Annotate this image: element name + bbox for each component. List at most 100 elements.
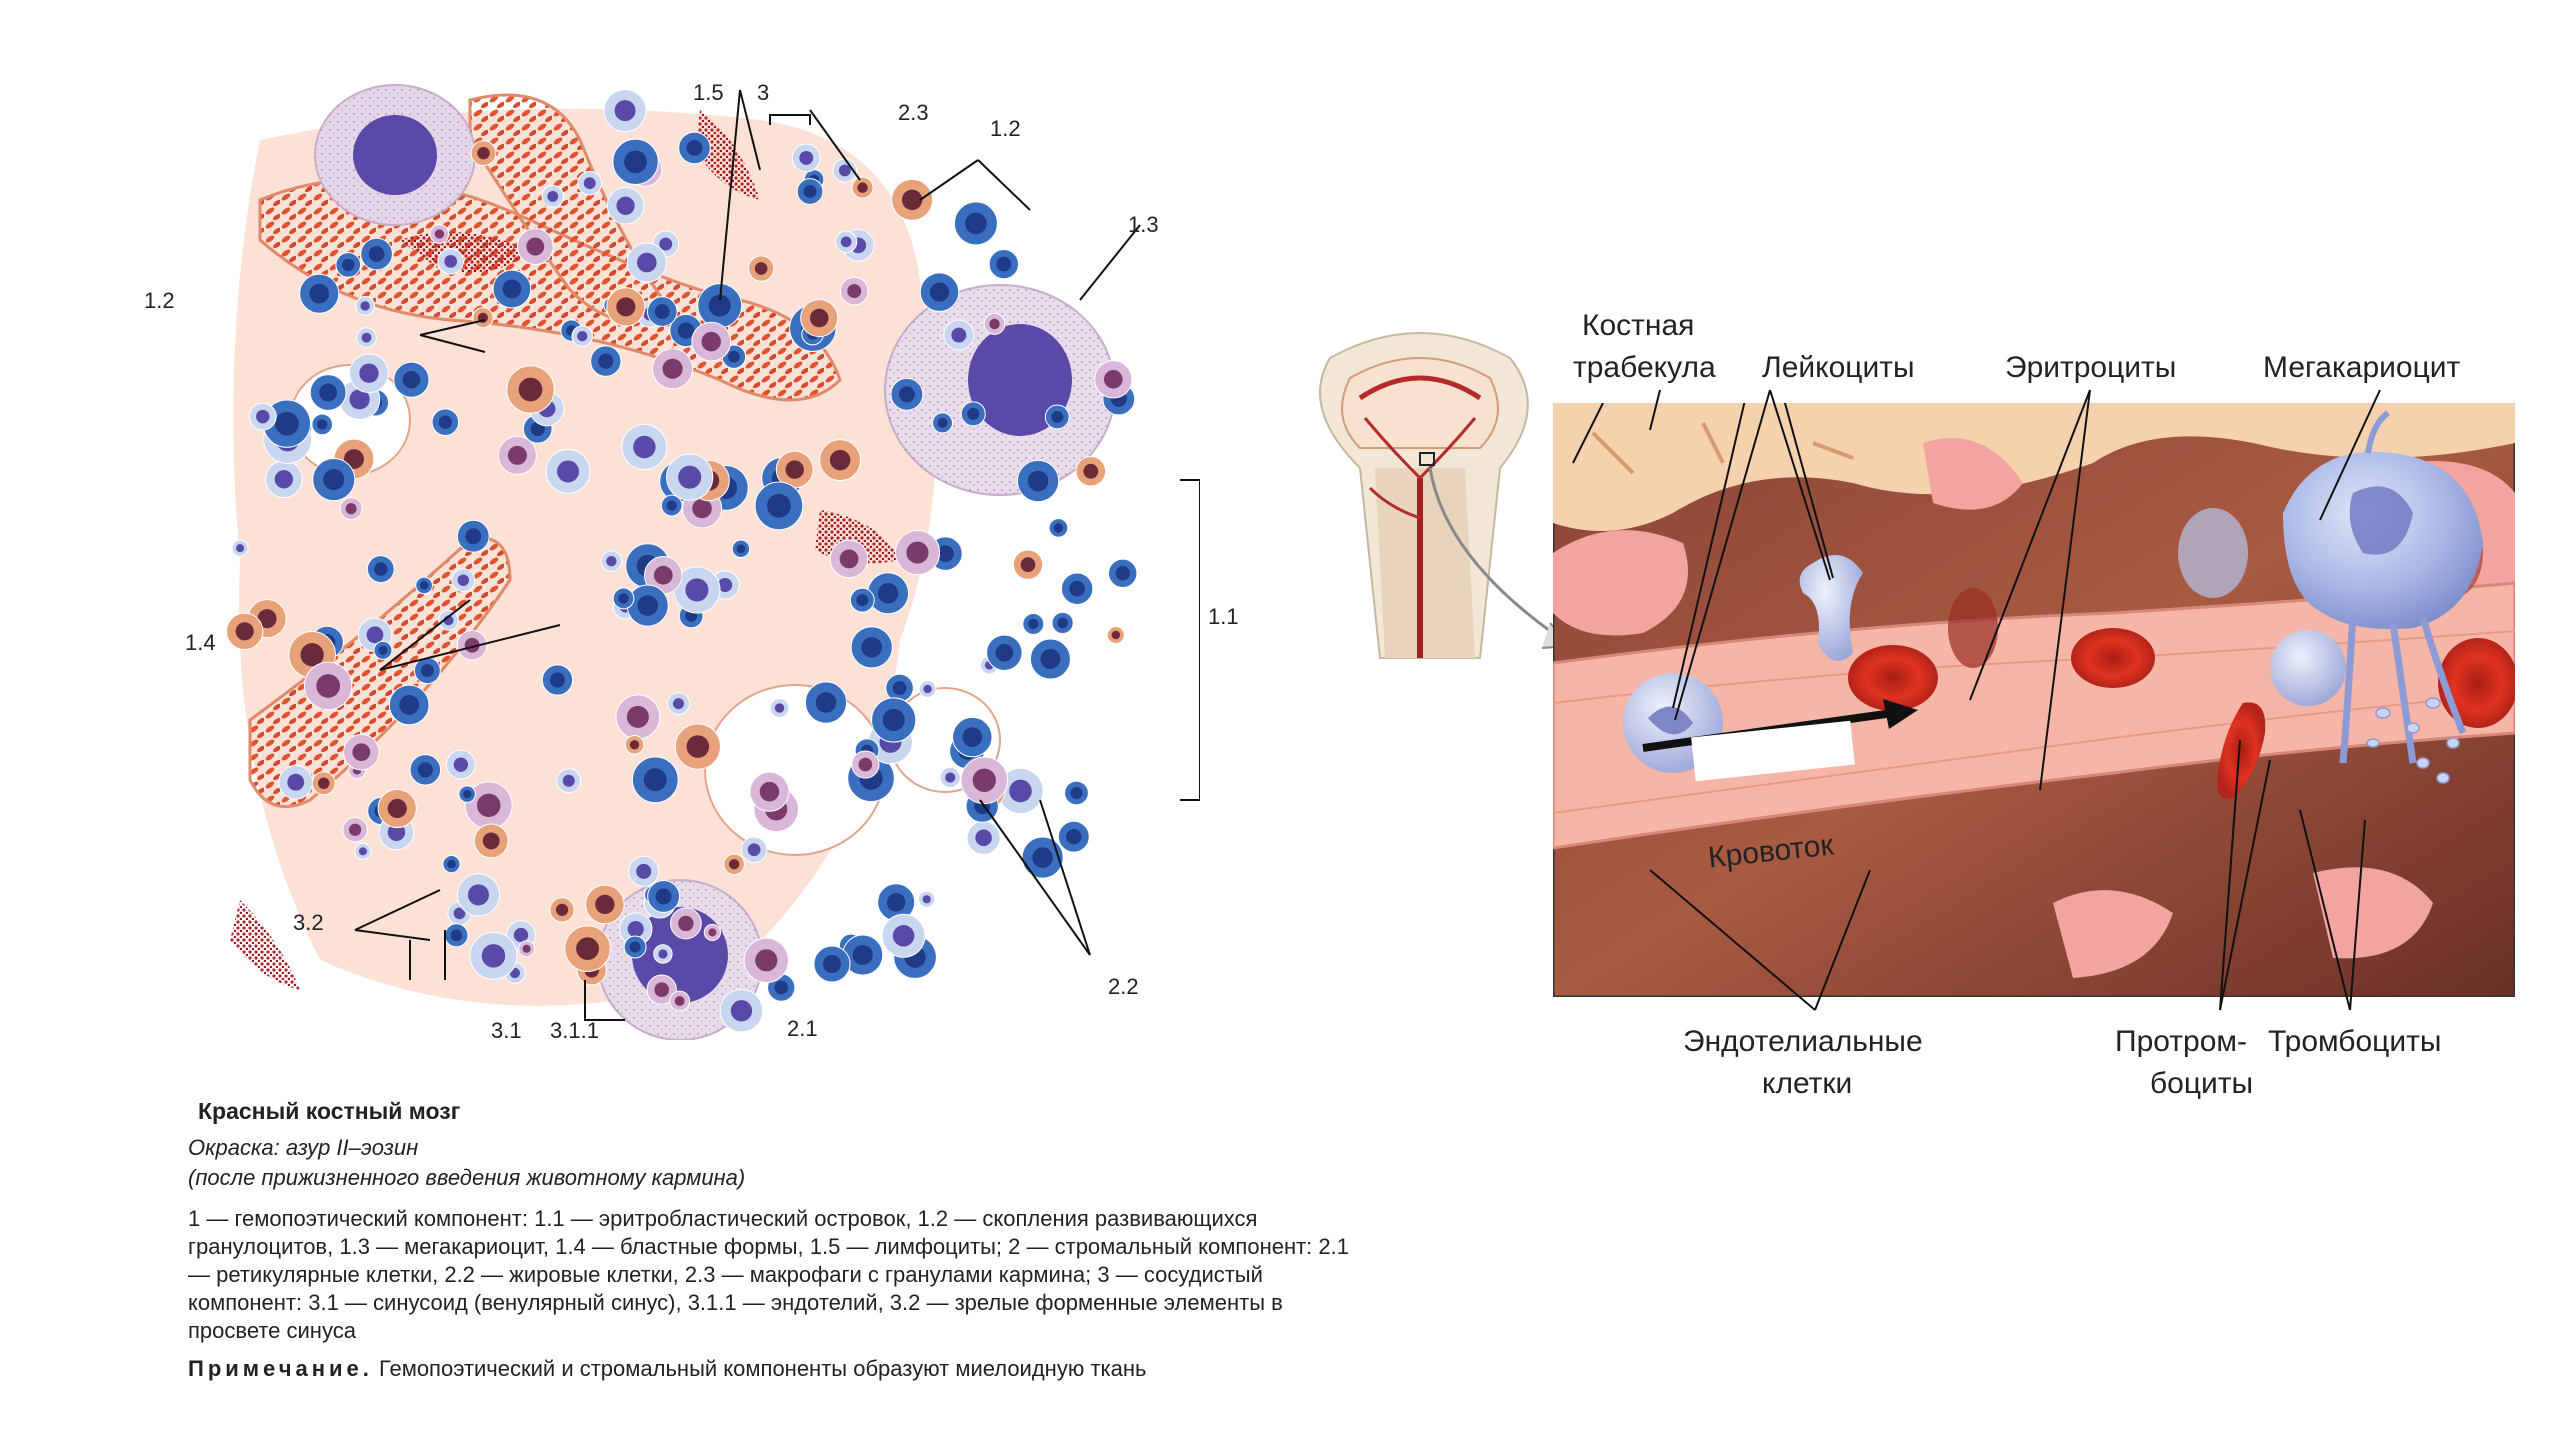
- cell-nucleus: [555, 903, 569, 916]
- label-3-1: 3.1: [491, 1018, 522, 1043]
- cell-nucleus: [685, 578, 709, 602]
- cell-nucleus: [654, 982, 670, 998]
- cell-nucleus: [653, 565, 673, 585]
- label-2-1: 2.1: [787, 1016, 818, 1041]
- cell-nucleus: [951, 327, 967, 343]
- cell-nucleus: [937, 417, 948, 428]
- cell-nucleus: [662, 358, 683, 379]
- cell-nucleus: [730, 1000, 753, 1022]
- cell-nucleus: [718, 577, 733, 593]
- cell-nucleus: [1083, 463, 1099, 479]
- cell-nucleus: [522, 944, 531, 953]
- cell-nucleus: [481, 944, 506, 968]
- cell-nucleus: [766, 493, 791, 518]
- label-bone-trabecula-2: трабекула: [1573, 351, 1716, 384]
- cell-nucleus: [467, 884, 490, 906]
- cell-nucleus: [557, 460, 580, 483]
- cell-nucleus: [1111, 630, 1121, 640]
- cell-nucleus: [774, 703, 785, 713]
- cell-nucleus: [387, 798, 407, 819]
- cell-nucleus: [838, 164, 851, 177]
- stromal-cell: [1553, 530, 1688, 636]
- megakaryocyte: [2283, 410, 2483, 764]
- megakaryocyte-top: [314, 84, 476, 226]
- cell-nucleus: [359, 363, 379, 383]
- proplatelets: [2339, 612, 2467, 764]
- cell-nucleus: [815, 692, 837, 713]
- platelets: [2366, 697, 2460, 784]
- cell-nucleus: [399, 695, 420, 715]
- cell-nucleus: [482, 832, 500, 850]
- cell-nucleus: [636, 863, 652, 879]
- label-1-5: 1.5: [693, 80, 724, 105]
- cell-nucleus: [861, 637, 883, 658]
- bloodflow-label-box: [1691, 720, 1855, 782]
- cell-nucleus: [1115, 566, 1130, 581]
- cell-nucleus: [502, 279, 522, 299]
- erythrocyte: [1848, 645, 1938, 711]
- histology-drawing: [226, 84, 1200, 1040]
- cell-nucleus: [882, 708, 905, 732]
- erythrocyte: [2217, 702, 2266, 799]
- cell-nucleus: [989, 318, 1000, 330]
- cell-nucleus: [387, 823, 406, 842]
- cell-nucleus: [309, 283, 330, 304]
- cell-nucleus: [678, 465, 702, 489]
- cell-nucleus: [1070, 787, 1083, 799]
- label-proplatelets-2: боциты: [2150, 1067, 2254, 1100]
- cell-nucleus: [1027, 470, 1049, 492]
- cell-nucleus: [774, 980, 789, 995]
- cell-nucleus: [235, 622, 254, 641]
- cell-nucleus: [419, 581, 429, 590]
- cell-nucleus: [378, 645, 388, 655]
- cell-nucleus: [624, 150, 647, 174]
- label-1-3: 1.3: [1128, 212, 1159, 237]
- bone-marrow-illustration: [1553, 403, 2515, 997]
- cell-nucleus: [598, 353, 614, 369]
- cell-nucleus: [1009, 779, 1032, 803]
- caption-stain-note: (после прижизненного введения животному …: [188, 1165, 746, 1190]
- cell-nucleus: [654, 304, 670, 319]
- cell-nucleus: [923, 684, 932, 694]
- megakaryocyte-right: [884, 284, 1116, 496]
- cell-nucleus: [754, 262, 768, 275]
- cell-nucleus: [962, 727, 983, 747]
- label-1-2-top: 1.2: [990, 116, 1021, 141]
- label-platelets: Тромбоциты: [2268, 1025, 2442, 1058]
- cell-nucleus: [1032, 847, 1053, 868]
- cell-nucleus: [708, 294, 731, 317]
- caption-legend: 1 — гемопоэтический компонент: 1.1 — эри…: [188, 1206, 1349, 1343]
- cell-nucleus: [420, 664, 434, 678]
- cell-nucleus: [1103, 369, 1123, 389]
- cell-nucleus: [692, 498, 712, 519]
- cell-nucleus: [666, 500, 677, 511]
- cell-nucleus: [922, 895, 931, 904]
- cell-nucleus: [547, 190, 559, 202]
- cell-nucleus: [361, 332, 372, 343]
- caption-note: Примечание. Гемопоэтический и стромальны…: [188, 1355, 1368, 1383]
- cell-nucleus: [526, 237, 545, 256]
- cell-nucleus: [450, 929, 463, 942]
- stromal-cell: [1923, 438, 2023, 510]
- macrophage-carmine: [230, 900, 300, 990]
- cell-nucleus: [643, 768, 667, 792]
- cell-nucleus: [342, 258, 355, 272]
- cell-nucleus: [996, 256, 1012, 272]
- cell-nucleus: [360, 301, 370, 311]
- cell-nucleus: [434, 229, 445, 239]
- cell-nucleus: [348, 823, 362, 836]
- cell-nucleus: [929, 282, 950, 302]
- cell-nucleus: [257, 609, 277, 629]
- cell-nucleus: [374, 562, 388, 576]
- cell-nucleus: [637, 252, 657, 273]
- label-endothelial-1: Эндотелиальные: [1683, 1025, 1923, 1058]
- bone-sketch: [1319, 332, 1573, 659]
- cell-nucleus: [453, 757, 468, 772]
- cell-nucleus: [518, 377, 543, 402]
- cell-nucleus: [444, 255, 458, 268]
- cell-nucleus: [856, 594, 869, 607]
- label-1-1: 1.1: [1208, 604, 1239, 629]
- cell-nucleus: [606, 556, 617, 567]
- cell-nucleus: [678, 915, 694, 932]
